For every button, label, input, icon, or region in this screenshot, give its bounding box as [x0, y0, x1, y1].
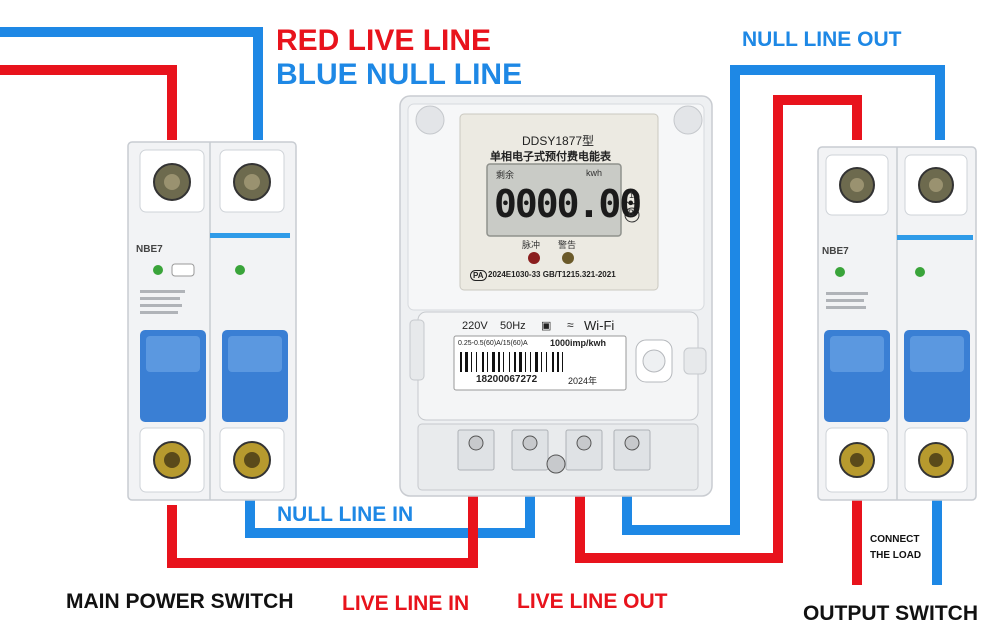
barcode-bar — [492, 352, 495, 372]
barcode-bar — [465, 352, 468, 372]
barcode-bar — [471, 352, 472, 372]
cert-text: 2024E1030-33 GB/T1215.321-2021 — [488, 270, 616, 279]
imp-spec: 1000imp/kwh — [550, 338, 607, 348]
label-main-power-switch: MAIN POWER SWITCH — [66, 590, 294, 613]
barcode-bar — [535, 352, 538, 372]
voltage-label: 220V — [462, 320, 488, 332]
barcode-bar — [541, 352, 542, 372]
live-line-in-wire — [167, 478, 478, 568]
barcode-bar — [503, 352, 504, 372]
barcode-bar — [519, 352, 522, 372]
terminal-screw-icon — [576, 435, 592, 451]
pulse-label: 脉冲 — [522, 240, 541, 250]
label-null-line-out: NULL LINE OUT — [742, 28, 902, 51]
barcode-bar — [546, 352, 547, 372]
barcode-bar — [557, 352, 559, 372]
wifi-label: Wi-Fi — [584, 318, 615, 333]
output-breaker-brand: NBE7 — [822, 246, 849, 257]
cert-badge: PA — [470, 270, 487, 281]
legend-blue-null-line: BLUE NULL LINE — [276, 58, 523, 91]
alarm-led — [562, 252, 574, 264]
barcode-bar — [482, 352, 484, 372]
meter-box-icon: ▣ — [541, 320, 552, 332]
null-line-main-input — [0, 27, 263, 140]
main-breaker-brand: NBE7 — [136, 244, 163, 255]
label-connect: CONNECT — [870, 534, 920, 545]
wifi-icon: ≈ — [567, 318, 574, 332]
pulse-led — [528, 252, 540, 264]
barcode-bar — [530, 352, 531, 372]
barcode-bar — [562, 352, 563, 372]
current-spec: 0.25-0.5(60)A/15(60)A — [458, 340, 528, 347]
year-label: 2024年 — [568, 376, 598, 386]
meter-name: 单相电子式预付费电能表 — [490, 151, 611, 163]
meter-unit-label: kwh — [586, 168, 603, 178]
barcode-bar — [514, 352, 516, 372]
label-null-line-in: NULL LINE IN — [277, 503, 414, 526]
barcode-bar — [460, 352, 462, 372]
seal-screw-icon — [546, 454, 566, 474]
barcode-bar — [487, 352, 488, 372]
null-line-in-wire — [245, 478, 535, 538]
barcode — [460, 352, 563, 372]
indicator-b: B — [628, 208, 635, 218]
live-line-main-input — [0, 65, 177, 140]
main-power-switch — [127, 141, 297, 501]
meter-remaining-label: 剩余 — [496, 170, 515, 180]
meter-reading: 0000.00 — [494, 182, 642, 226]
barcode-bar — [525, 352, 526, 372]
label-output-switch: OUTPUT SWITCH — [803, 602, 978, 625]
legend-red-live-line: RED LIVE LINE — [276, 24, 492, 57]
barcode-bar — [552, 352, 554, 372]
alarm-label: 警告 — [558, 240, 577, 250]
terminal-screw-icon — [468, 435, 484, 451]
meter-model: DDSY1877型 — [522, 134, 595, 148]
label-live-line-in: LIVE LINE IN — [342, 592, 470, 615]
label-the-load: THE LOAD — [870, 550, 922, 561]
barcode-bar — [509, 352, 510, 372]
null-line-out-wire — [622, 65, 945, 535]
output-switch — [817, 146, 977, 501]
label-live-line-out: LIVE LINE OUT — [517, 590, 668, 613]
serial-number: 18200067272 — [476, 374, 538, 385]
barcode-bar — [498, 352, 500, 372]
frequency-label: 50Hz — [500, 320, 526, 332]
terminal-screw-icon — [522, 435, 538, 451]
barcode-bar — [476, 352, 477, 372]
indicator-1: 1 — [629, 190, 635, 200]
energy-meter — [399, 95, 713, 497]
meter-lcd — [486, 163, 622, 237]
live-line-out-wire — [575, 95, 862, 563]
terminal-screw-icon — [624, 435, 640, 451]
